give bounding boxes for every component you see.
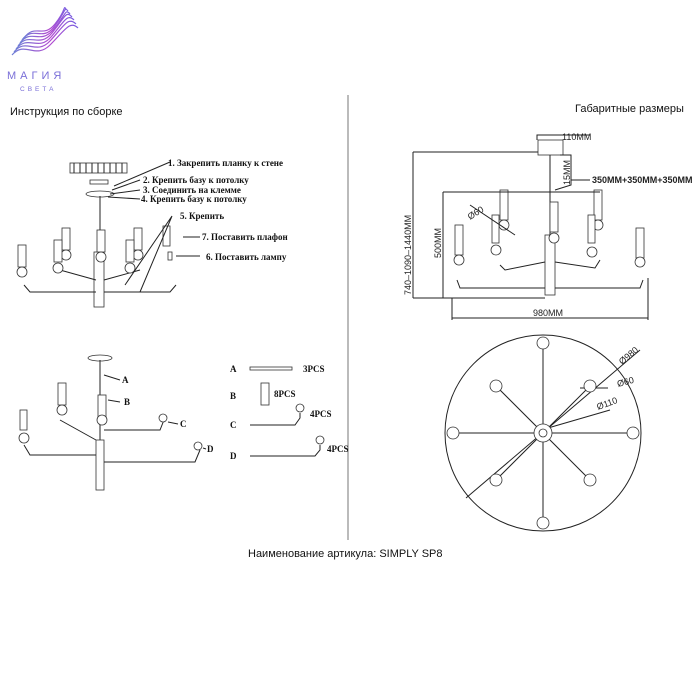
dim-canopy-height: 15MM <box>562 160 572 185</box>
dimensions-heading: Габаритные размеры <box>575 103 684 115</box>
dim-rods: 350MM+350MM+350MM <box>592 175 693 185</box>
part-a-qty: 3PCS <box>303 364 325 374</box>
part-a-letter: A <box>230 364 237 374</box>
part-b-shade-icon <box>260 382 270 406</box>
dim-top-center: Ø110 <box>595 395 618 412</box>
dim-top-shade: Ø60 <box>616 375 635 389</box>
step-4: 4. Крепить базу к потолку <box>141 194 247 204</box>
step-1: 1. Закрепить планку к стене <box>168 158 283 168</box>
part-c-arm-icon <box>250 413 301 426</box>
dim-body-height: 500MM <box>433 228 443 258</box>
part-c-qty: 4PCS <box>310 409 332 419</box>
step-6: 6. Поставить лампу <box>206 252 287 262</box>
assembly-label-b: B <box>124 397 130 407</box>
part-a-rod-icon <box>249 366 293 371</box>
step-2: 2. Крепить базу к потолку <box>143 175 249 185</box>
assembly-heading: Инструкция по сборке <box>10 106 123 118</box>
dim-height: 740–1090–1440MM <box>403 215 413 295</box>
dim-canopy: 110MM <box>562 132 591 142</box>
assembly-label-d: D <box>207 444 214 454</box>
part-d-qty: 4PCS <box>327 444 349 454</box>
assembly-drawing <box>16 161 200 308</box>
top-view-drawing <box>444 334 642 532</box>
assembly-label-c: C <box>180 419 187 429</box>
part-c-letter: C <box>230 420 237 430</box>
parts-list: A 3PCS B 8PCS C 4PCS D 4PCS <box>230 364 349 461</box>
article-name: Наименование артикула: SIMPLY SP8 <box>248 548 443 560</box>
part-b-qty: 8PCS <box>274 389 296 399</box>
assembly-label-a: A <box>122 375 129 385</box>
dim-width: 980MM <box>533 308 563 318</box>
logo: МАГИЯ СВЕТА <box>7 6 79 93</box>
logo-title: МАГИЯ <box>7 70 65 82</box>
part-d-letter: D <box>230 451 237 461</box>
logo-wave-icon <box>11 6 79 56</box>
parts-assembly-drawing <box>18 354 207 491</box>
part-b-letter: B <box>230 391 236 401</box>
elevation-drawing <box>412 134 649 320</box>
step-7: 7. Поставить плафон <box>202 232 288 242</box>
dim-shade: Ø60 <box>466 204 486 221</box>
part-d-arm-icon <box>250 445 321 457</box>
step-5: 5. Крепить <box>180 211 224 221</box>
dim-top-outer: Ø980 <box>617 345 640 367</box>
step-3: 3. Соединить на клемме <box>143 185 241 195</box>
logo-subtitle: СВЕТА <box>20 86 56 93</box>
